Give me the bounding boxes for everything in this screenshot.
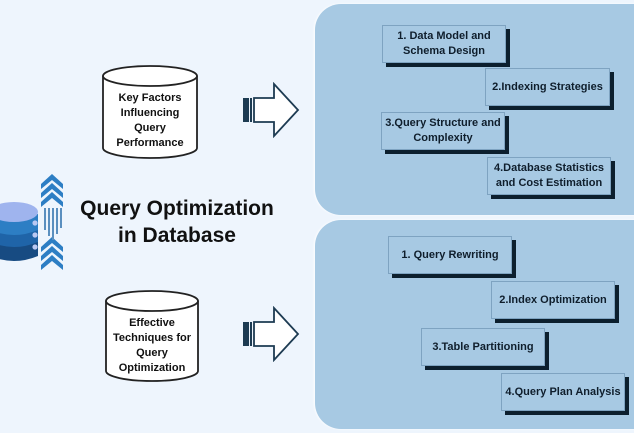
technique-step-4: 4.Query Plan Analysis bbox=[501, 373, 625, 411]
technique-step-2: 2.Index Optimization bbox=[491, 281, 615, 319]
chevron-up-icon bbox=[41, 174, 63, 207]
techniques-line: Optimization bbox=[118, 362, 186, 374]
chevron-up-icon bbox=[41, 237, 63, 270]
key-factors-line: Performance bbox=[116, 137, 184, 149]
techniques-line: Effective bbox=[129, 317, 175, 329]
key-factors-cylinder: Key Factors Influencing Query Performanc… bbox=[100, 64, 200, 160]
diagram-title: Query Optimization in Database bbox=[80, 197, 274, 247]
right-arrow-icon bbox=[243, 82, 300, 138]
cylinder-shape bbox=[105, 290, 199, 382]
technique-step-3: 3.Table Partitioning bbox=[421, 328, 545, 366]
key-factors-line: Influencing bbox=[120, 107, 180, 119]
key-factor-step-4: 4.Database Statistics and Cost Estimatio… bbox=[487, 157, 611, 195]
right-arrow-icon bbox=[243, 306, 300, 362]
speed-lines-icon bbox=[44, 208, 62, 240]
database-icon bbox=[0, 174, 63, 270]
techniques-line: Query bbox=[136, 347, 168, 359]
technique-step-1: 1. Query Rewriting bbox=[388, 236, 512, 274]
cylinder-shape bbox=[102, 65, 198, 159]
key-factor-step-2: 2.Indexing Strategies bbox=[485, 68, 610, 106]
key-factor-step-3: 3.Query Structure and Complexity bbox=[381, 112, 505, 150]
key-factors-line: Query bbox=[134, 122, 166, 134]
key-factor-step-1: 1. Data Model and Schema Design bbox=[382, 25, 506, 63]
key-factors-line: Key Factors bbox=[118, 92, 182, 104]
techniques-cylinder: Effective Techniques for Query Optimizat… bbox=[103, 289, 201, 383]
techniques-line: Techniques for bbox=[112, 332, 192, 344]
